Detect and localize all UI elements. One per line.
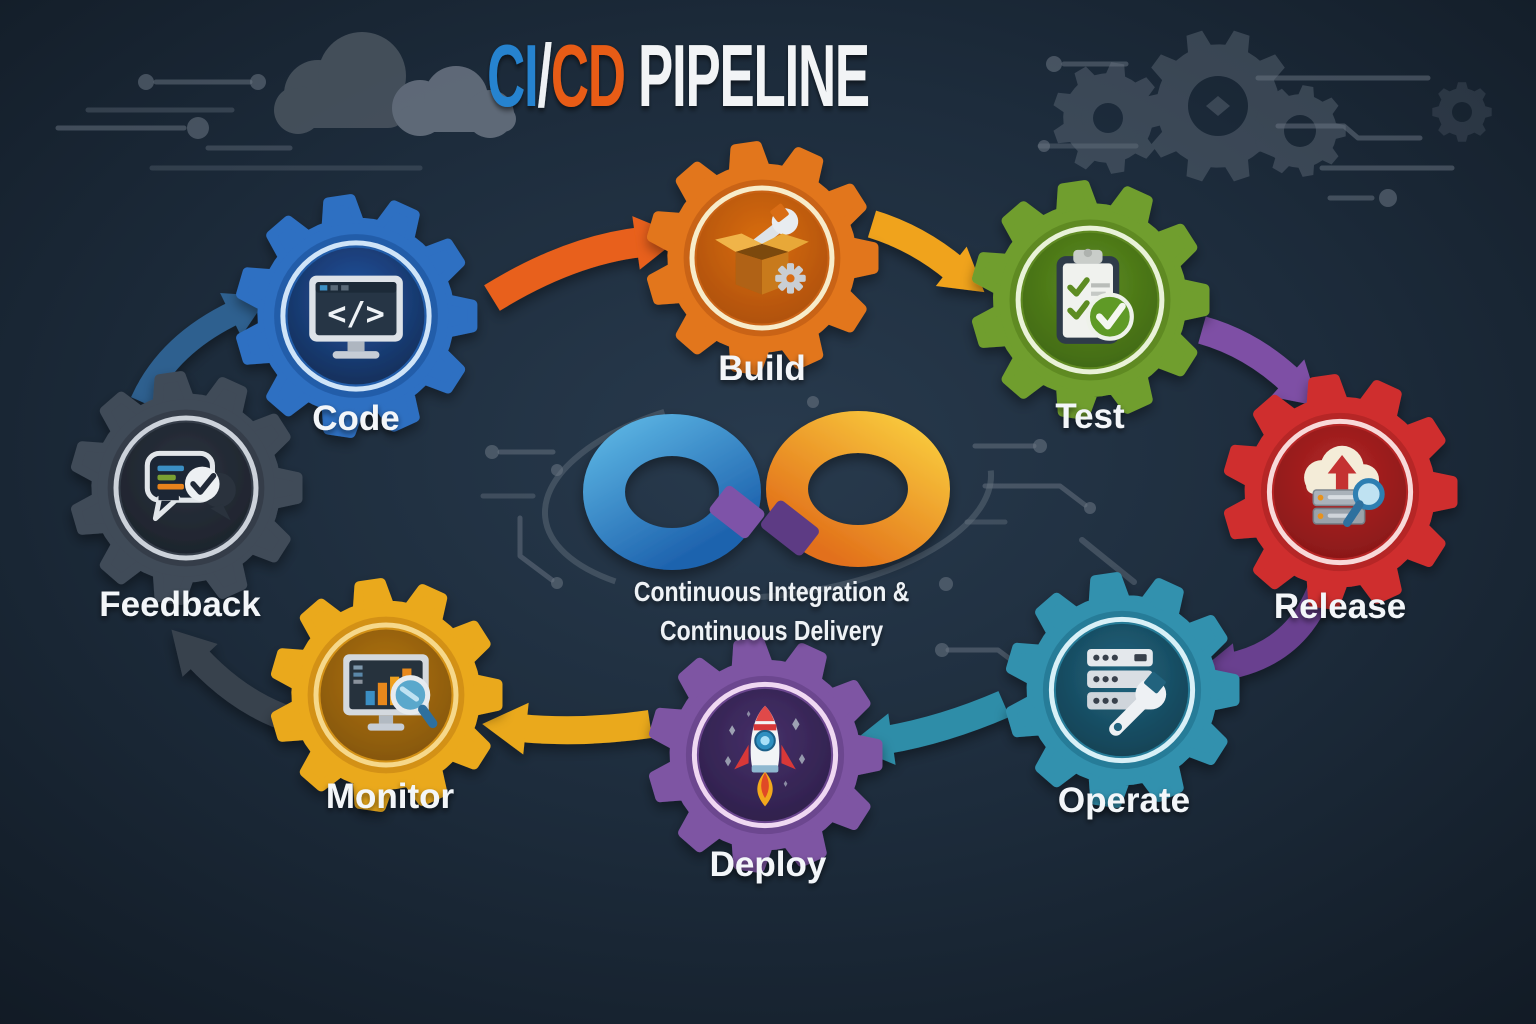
title-slash: / — [537, 27, 552, 125]
operate-label: Operate — [1058, 781, 1190, 820]
arrow-test-to-release — [1198, 316, 1319, 407]
deploy-label: Deploy — [710, 845, 827, 884]
cloud-icon — [274, 32, 516, 138]
stage-code: </> Code — [236, 194, 478, 438]
center-caption: Continuous Integration & Continuous Deli… — [634, 577, 909, 647]
caption-line2: Continuous Delivery — [660, 616, 884, 647]
release-gear-icon — [1224, 374, 1458, 610]
build-gear-icon — [647, 141, 879, 375]
stage-build: Build — [647, 141, 879, 388]
caption-line1: Continuous Integration & — [634, 577, 909, 608]
stage-test: Test — [972, 180, 1210, 436]
build-label: Build — [718, 349, 805, 388]
monitor-gear-icon — [271, 578, 503, 812]
monitor-label: Monitor — [326, 777, 455, 816]
svg-text:</>: </> — [327, 295, 385, 333]
feedback-label: Feedback — [99, 585, 261, 624]
stage-release: Release — [1224, 374, 1458, 626]
title-cd: CD — [551, 27, 625, 125]
deploy-gear-icon — [649, 637, 883, 873]
test-label: Test — [1055, 397, 1125, 436]
code-label: Code — [312, 399, 400, 438]
background-gears-icon — [1053, 30, 1492, 182]
pipeline-stages: </> Code Build — [71, 141, 1458, 884]
arrow-deploy-to-monitor — [482, 702, 653, 755]
release-label: Release — [1274, 587, 1406, 626]
operate-gear-icon — [1006, 572, 1240, 808]
test-gear-icon — [972, 180, 1210, 420]
arrow-build-to-test — [867, 210, 985, 293]
code-gear-icon: </> — [236, 194, 478, 438]
title-ci: CI — [487, 27, 537, 125]
feedback-gear-icon — [71, 371, 303, 605]
circuit-lines — [55, 56, 1455, 715]
stage-monitor: Monitor — [271, 578, 503, 816]
stage-deploy: Deploy — [649, 637, 883, 884]
title-pipeline: PIPELINE — [638, 27, 869, 125]
stage-operate: Operate — [1006, 572, 1240, 820]
infinity-loop-icon — [583, 411, 950, 570]
stage-feedback: Feedback — [71, 371, 303, 624]
